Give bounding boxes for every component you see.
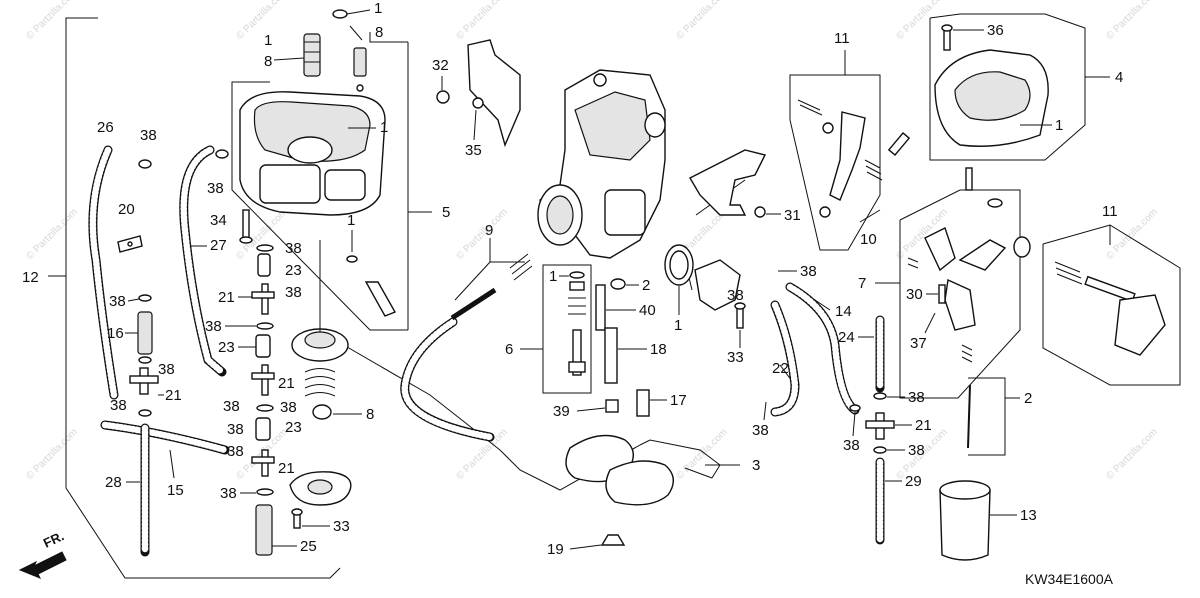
- callout-15: 15: [167, 482, 184, 499]
- callout-36: 36: [987, 22, 1004, 39]
- callout-21: 21: [165, 387, 182, 404]
- callout-8: 8: [375, 24, 383, 41]
- callout-21: 21: [278, 460, 295, 477]
- callout-21: 21: [915, 417, 932, 434]
- watermark: © Partzilla.com: [24, 0, 79, 42]
- callout-1: 1: [264, 32, 272, 49]
- callout-22: 22: [772, 360, 789, 377]
- callout-38: 38: [207, 180, 224, 197]
- watermark: © Partzilla.com: [454, 207, 509, 262]
- callout-38: 38: [109, 293, 126, 310]
- callout-8: 8: [264, 53, 272, 70]
- callout-1: 1: [549, 268, 557, 285]
- callout-23: 23: [285, 419, 302, 436]
- callout-16: 16: [107, 325, 124, 342]
- callout-4: 4: [1115, 69, 1123, 86]
- callout-3: 3: [752, 457, 760, 474]
- watermark: © Partzilla.com: [674, 0, 729, 42]
- callout-19: 19: [547, 541, 564, 558]
- callout-34: 34: [210, 212, 227, 229]
- callout-14: 14: [835, 303, 852, 320]
- watermark: © Partzilla.com: [894, 0, 949, 42]
- callout-5: 5: [442, 204, 450, 221]
- callout-2: 2: [642, 277, 650, 294]
- callout-21: 21: [278, 375, 295, 392]
- callout-38: 38: [908, 442, 925, 459]
- callout-38: 38: [140, 127, 157, 144]
- callout-38: 38: [227, 421, 244, 438]
- callout-10: 10: [860, 231, 877, 248]
- callout-1: 1: [1055, 117, 1063, 134]
- callout-38: 38: [285, 284, 302, 301]
- parts-artwork: [18, 9, 1166, 579]
- callout-38: 38: [800, 263, 817, 280]
- callout-27: 27: [210, 237, 227, 254]
- callout-38: 38: [220, 485, 237, 502]
- callout-25: 25: [300, 538, 317, 555]
- callout-38: 38: [727, 287, 744, 304]
- callout-38: 38: [110, 397, 127, 414]
- callout-31: 31: [784, 207, 801, 224]
- callout-6: 6: [505, 341, 513, 358]
- front-direction-arrow: [18, 551, 67, 579]
- callout-1: 1: [347, 212, 355, 229]
- callout-17: 17: [670, 392, 687, 409]
- callout-38: 38: [908, 389, 925, 406]
- callout-38: 38: [158, 361, 175, 378]
- watermark: © Partzilla.com: [454, 0, 509, 42]
- callout-32: 32: [432, 57, 449, 74]
- callout-40: 40: [639, 302, 656, 319]
- callout-38: 38: [285, 240, 302, 257]
- callout-13: 13: [1020, 507, 1037, 524]
- callout-38: 38: [843, 437, 860, 454]
- callout-1: 1: [374, 0, 382, 17]
- front-direction-label: FR.: [41, 528, 66, 550]
- callout-11: 11: [834, 30, 850, 47]
- callout-29: 29: [905, 473, 922, 490]
- callout-24: 24: [838, 329, 855, 346]
- callout-2: 2: [1024, 390, 1032, 407]
- group-brackets: [48, 13, 1181, 579]
- watermark: © Partzilla.com: [1104, 427, 1159, 482]
- callout-23: 23: [218, 339, 235, 356]
- callout-28: 28: [105, 474, 122, 491]
- callout-38: 38: [280, 399, 297, 416]
- callout-18: 18: [650, 341, 667, 358]
- callout-33: 33: [333, 518, 350, 535]
- callout-33: 33: [727, 349, 744, 366]
- callout-8: 8: [366, 406, 374, 423]
- callout-38: 38: [223, 398, 240, 415]
- callout-23: 23: [285, 262, 302, 279]
- callout-30: 30: [906, 286, 923, 303]
- callout-7: 7: [858, 275, 866, 292]
- callout-38: 38: [752, 422, 769, 439]
- callout-26: 26: [97, 119, 114, 136]
- callout-38: 38: [205, 318, 222, 335]
- callout-1: 1: [380, 119, 388, 136]
- callout-20: 20: [118, 201, 135, 218]
- callout-38: 38: [227, 443, 244, 460]
- callout-11: 11: [1102, 203, 1118, 220]
- callout-35: 35: [465, 142, 482, 159]
- watermark: © Partzilla.com: [24, 427, 79, 482]
- callout-9: 9: [485, 222, 493, 239]
- callout-39: 39: [553, 403, 570, 420]
- callout-1: 1: [674, 317, 682, 334]
- callout-21: 21: [218, 289, 235, 306]
- callout-37: 37: [910, 335, 927, 352]
- callout-12: 12: [22, 269, 39, 286]
- watermark: © Partzilla.com: [1104, 0, 1159, 42]
- watermark: © Partzilla.com: [234, 0, 289, 42]
- watermark: © Partzilla.com: [24, 207, 79, 262]
- diagram-code: KW34E1600A: [1025, 571, 1114, 587]
- callout-labels: 1 8 1 8 1 26 38 38 20 27 34 5 1 38 23 12…: [22, 0, 1123, 558]
